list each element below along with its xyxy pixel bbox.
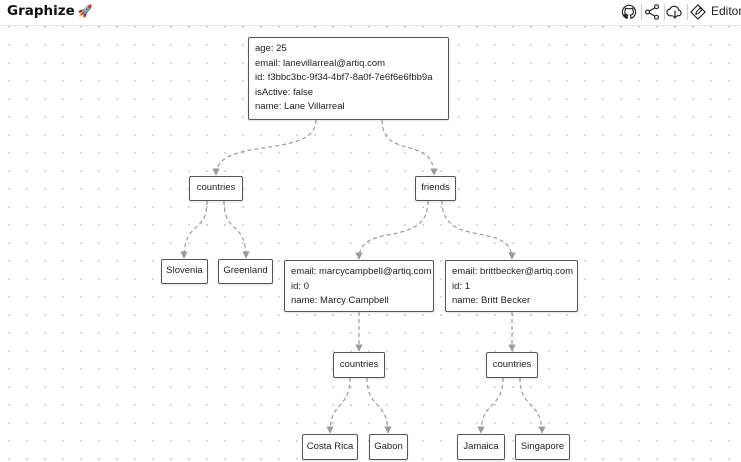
node-field: email: lanevillarreal@artiq.com: [255, 57, 386, 69]
edge-marcy-gabon: [366, 377, 392, 434]
graph-node-countries[interactable]: countries: [189, 176, 243, 201]
toolbar-divider: [687, 4, 688, 20]
app-title-text: Graphize: [7, 3, 75, 19]
graph-node-root[interactable]: age: 25 email: lanevillarreal@artiq.com …: [248, 37, 449, 120]
rocket-icon: 🚀: [77, 4, 93, 18]
edge-root-friends: [381, 119, 438, 176]
github-icon[interactable]: [620, 3, 638, 21]
edge-countries-slovenia: [180, 200, 208, 259]
node-field: id: 1: [452, 280, 470, 292]
download-icon[interactable]: [666, 3, 684, 21]
node-field: name: Lane Villarreal: [255, 101, 345, 112]
editor-icon[interactable]: [689, 3, 707, 21]
edge-marcy-costarica: [326, 377, 351, 434]
graph-node-countries[interactable]: countries: [333, 352, 385, 378]
node-field: email: marcycampbell@artiq.com: [291, 266, 432, 277]
graph-node-country[interactable]: Slovenia: [161, 259, 208, 284]
edge-britt-jamaica: [477, 377, 504, 434]
node-field: age: 25: [255, 43, 287, 54]
share-icon[interactable]: [643, 3, 661, 21]
graph-node-country[interactable]: Costa Rica: [302, 434, 358, 460]
graph-node-friend[interactable]: email: marcycampbell@artiq.com id: 0 nam…: [284, 260, 434, 312]
app-title: Graphize🚀: [7, 3, 93, 19]
top-bar: Graphize🚀 Editor: [0, 0, 741, 26]
editor-button-label[interactable]: Editor: [711, 4, 741, 18]
toolbar-divider: [664, 4, 665, 20]
node-field: name: Marcy Campbell: [291, 295, 389, 306]
node-field: id: 0: [291, 280, 309, 292]
graph-node-country[interactable]: Greenland: [218, 259, 273, 284]
edge-root-countries: [212, 119, 317, 176]
edge-countries-greenland: [223, 200, 250, 259]
node-field: name: Britt Becker: [452, 295, 531, 306]
edge-britt-singapore: [519, 377, 546, 434]
node-field: id: f3bbc3bc-9f34-4bf7-8a0f-7e6f6e6fbb9a: [255, 72, 433, 83]
graph-node-country[interactable]: Gabon: [369, 434, 408, 460]
graph-node-country[interactable]: Jamaica: [457, 434, 505, 460]
toolbar-divider: [641, 4, 642, 20]
graph-node-friend[interactable]: email: brittbecker@artiq.com id: 1 name:…: [445, 260, 578, 312]
graph-node-country[interactable]: Singapore: [515, 434, 570, 460]
node-field: isActive: false: [255, 86, 314, 98]
graph-node-friends[interactable]: friends: [415, 176, 456, 201]
edge-friends-britt: [441, 200, 516, 260]
graph-node-countries[interactable]: countries: [486, 352, 538, 378]
edge-friends-marcy: [355, 200, 429, 260]
node-field: email: brittbecker@artiq.com: [452, 266, 574, 277]
